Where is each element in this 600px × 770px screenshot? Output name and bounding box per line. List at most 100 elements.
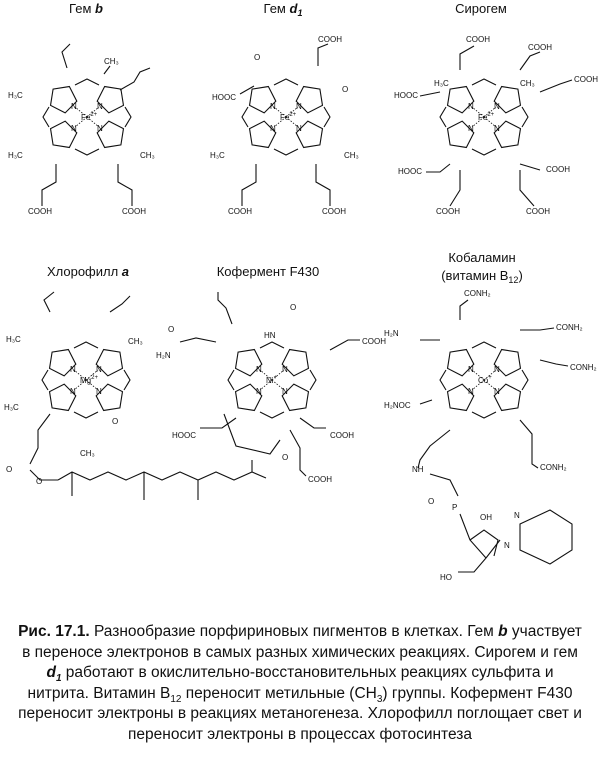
svg-text:Fe2+: Fe2+ xyxy=(81,112,98,122)
svg-text:H₂N: H₂N xyxy=(384,329,399,338)
svg-text:N: N xyxy=(494,124,500,133)
svg-text:O: O xyxy=(112,417,118,426)
svg-text:Co+: Co+ xyxy=(478,375,492,385)
svg-text:HOOC: HOOC xyxy=(398,167,422,176)
svg-text:COOH: COOH xyxy=(228,207,252,216)
svg-text:Fe2+: Fe2+ xyxy=(478,112,495,122)
svg-text:H₃C: H₃C xyxy=(210,151,225,160)
svg-text:N: N xyxy=(494,102,500,111)
svg-text:O: O xyxy=(6,465,12,474)
svg-text:H₂NOC: H₂NOC xyxy=(384,401,411,410)
svg-text:N: N xyxy=(97,102,103,111)
svg-text:O: O xyxy=(168,325,174,334)
svg-text:N: N xyxy=(70,365,76,374)
figure-caption: Рис. 17.1. Разнообразие порфириновых пиг… xyxy=(14,622,586,745)
svg-text:O: O xyxy=(36,477,42,486)
caption-var-b: b xyxy=(498,623,508,640)
caption-var-d: d xyxy=(46,664,56,681)
caption-text-5: ) группы. Кофермент F430 переносит элект… xyxy=(18,684,582,743)
chlorophyll-a-structure: H₃C CH₃ H₃C CH₃ O O O xyxy=(4,291,267,500)
svg-text:O: O xyxy=(254,53,260,62)
svg-text:HOOC: HOOC xyxy=(212,93,236,102)
caption-text-2: участвует в переносе электронов в самых … xyxy=(22,623,582,661)
svg-text:NH: NH xyxy=(412,465,424,474)
svg-text:CONH₂: CONH₂ xyxy=(556,323,583,332)
title-heme-d1: Гем d1 xyxy=(264,1,303,18)
title-cobalamin: Кобаламин xyxy=(448,250,515,265)
svg-text:P: P xyxy=(452,503,457,512)
svg-text:N: N xyxy=(282,387,288,396)
svg-text:CONH₂: CONH₂ xyxy=(540,463,567,472)
svg-text:COOH: COOH xyxy=(526,207,550,216)
svg-text:N: N xyxy=(296,124,302,133)
svg-text:O: O xyxy=(342,85,348,94)
svg-text:N: N xyxy=(270,102,276,111)
caption-sub-3: 3 xyxy=(376,693,383,705)
svg-text:COOH: COOH xyxy=(330,431,354,440)
svg-text:CH₃: CH₃ xyxy=(80,449,95,458)
svg-text:CH₃: CH₃ xyxy=(520,79,535,88)
svg-text:CH₃: CH₃ xyxy=(140,151,155,160)
svg-text:HN: HN xyxy=(264,331,276,340)
svg-text:H₃C: H₃C xyxy=(8,91,23,100)
svg-text:N: N xyxy=(256,365,262,374)
svg-text:N: N xyxy=(468,387,474,396)
svg-text:N: N xyxy=(70,387,76,396)
svg-text:H₃C: H₃C xyxy=(434,79,449,88)
heme-b-structure: H₃C CH₃ H₃C CH₃ COOH COOH xyxy=(8,43,155,216)
svg-text:N: N xyxy=(71,102,77,111)
svg-text:N: N xyxy=(494,387,500,396)
svg-text:HOOC: HOOC xyxy=(172,431,196,440)
svg-text:COOH: COOH xyxy=(362,337,386,346)
svg-text:COOH: COOH xyxy=(528,43,552,52)
caption-sub-1: 1 xyxy=(55,673,62,685)
svg-text:COOH: COOH xyxy=(466,35,490,44)
svg-text:H₃C: H₃C xyxy=(8,151,23,160)
svg-text:COOH: COOH xyxy=(574,75,598,84)
svg-text:Ni+: Ni+ xyxy=(266,375,278,385)
svg-text:O: O xyxy=(428,497,434,506)
caption-figure-label: Рис. 17.1. xyxy=(18,623,90,640)
svg-text:N: N xyxy=(468,124,474,133)
svg-text:H₃C: H₃C xyxy=(6,335,21,344)
svg-text:N: N xyxy=(96,365,102,374)
title-heme-b: Гем b xyxy=(69,1,103,16)
cobalamin-structure: CONH₂ H₂N CONH₂ CONH₂ H₂NOC CONH₂ NH P O… xyxy=(384,289,597,582)
svg-text:HOOC: HOOC xyxy=(394,91,418,100)
title-siroheme: Сирогем xyxy=(455,1,507,16)
svg-text:N: N xyxy=(97,124,103,133)
svg-text:CH₃: CH₃ xyxy=(128,337,143,346)
svg-text:OH: OH xyxy=(480,513,492,522)
svg-text:Mg2+: Mg2+ xyxy=(80,375,98,385)
svg-text:CONH₂: CONH₂ xyxy=(570,363,597,372)
svg-text:HO: HO xyxy=(440,573,452,582)
svg-text:N: N xyxy=(504,541,510,550)
svg-text:N: N xyxy=(468,102,474,111)
svg-text:N: N xyxy=(71,124,77,133)
svg-text:Fe2+: Fe2+ xyxy=(280,112,297,122)
svg-text:COOH: COOH xyxy=(308,475,332,484)
svg-text:N: N xyxy=(282,365,288,374)
caption-text-4: переносит метильные (CH xyxy=(181,684,377,702)
svg-text:CONH₂: CONH₂ xyxy=(464,289,491,298)
caption-text-1: Разнообразие порфириновых пигментов в кл… xyxy=(89,623,499,640)
svg-text:N: N xyxy=(270,124,276,133)
svg-text:O: O xyxy=(282,453,288,462)
svg-text:N: N xyxy=(96,387,102,396)
svg-text:CH₃: CH₃ xyxy=(104,57,119,66)
caption-text-3: работают в окислительно-восстановительны… xyxy=(27,664,554,702)
title-f430: Кофермент F430 xyxy=(217,264,320,279)
svg-text:H₂N: H₂N xyxy=(156,351,171,360)
svg-text:COOH: COOH xyxy=(546,165,570,174)
svg-text:COOH: COOH xyxy=(436,207,460,216)
svg-text:N: N xyxy=(256,387,262,396)
title-cobalamin-sub: (витамин B12) xyxy=(441,268,523,285)
svg-text:COOH: COOH xyxy=(28,207,52,216)
f430-structure: H₂N HN O COOH HOOC COOH COOH O O xyxy=(156,292,386,484)
siroheme-structure: COOH COOH COOH HOOC HOOC COOH COOH COOH … xyxy=(394,35,598,216)
